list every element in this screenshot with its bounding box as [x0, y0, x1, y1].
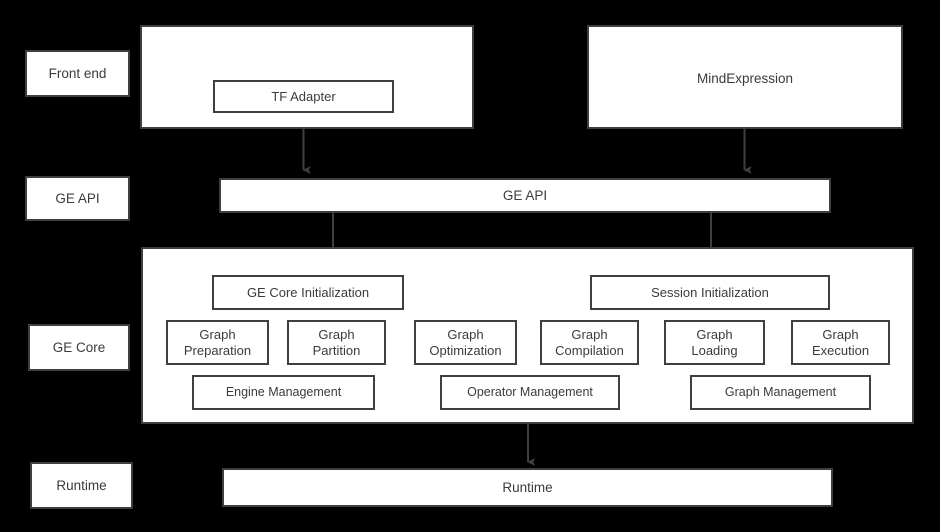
session-initialization-box[interactable]: Session Initialization — [590, 275, 830, 310]
tf-adapter-label: TF Adapter — [271, 88, 336, 104]
tier-label-runtime-text: Runtime — [56, 477, 107, 493]
ge-core-initialization-label: GE Core Initialization — [246, 284, 370, 300]
manager-graph-management[interactable]: Graph Management — [690, 375, 871, 410]
module-graph-partition[interactable]: Graph Partition — [287, 320, 386, 365]
tier-label-ge-core: GE Core — [28, 324, 130, 371]
manager-operator-management[interactable]: Operator Management — [440, 375, 620, 410]
session-initialization-label: Session Initialization — [651, 284, 769, 300]
module-graph-partition-label: Graph Partition — [312, 327, 361, 358]
module-graph-execution[interactable]: Graph Execution — [791, 320, 890, 365]
runtime-bar[interactable]: Runtime — [222, 468, 833, 507]
tier-label-ge-core-text: GE Core — [52, 339, 106, 355]
runtime-bar-label: Runtime — [502, 479, 553, 495]
tf-adapter-box[interactable]: TF Adapter — [213, 80, 394, 113]
manager-operator-management-label: Operator Management — [467, 385, 593, 400]
mindexpression-title: MindExpression — [696, 71, 794, 86]
tier-label-runtime: Runtime — [30, 462, 133, 509]
module-graph-optimization[interactable]: Graph Optimization — [414, 320, 517, 365]
ge-core-initialization-box[interactable]: GE Core Initialization — [212, 275, 404, 310]
module-graph-optimization-label: Graph Optimization — [429, 327, 502, 358]
module-graph-compilation-label: Graph Compilation — [555, 327, 624, 358]
module-graph-compilation[interactable]: Graph Compilation — [540, 320, 639, 365]
module-graph-loading[interactable]: Graph Loading — [664, 320, 765, 365]
manager-engine-management-label: Engine Management — [225, 385, 342, 400]
frontend-mindexpression-container: MindExpression — [587, 25, 903, 129]
ge-api-bar[interactable]: GE API — [219, 178, 831, 213]
module-graph-execution-label: Graph Execution — [811, 327, 870, 358]
tier-label-front-end: Front end — [25, 50, 130, 97]
manager-engine-management[interactable]: Engine Management — [192, 375, 375, 410]
frontend-tensorflow-container: Tensorflow — [140, 25, 474, 129]
tier-label-ge-api-text: GE API — [55, 190, 100, 206]
tier-label-front-end-text: Front end — [48, 65, 107, 81]
module-graph-loading-label: Graph Loading — [691, 327, 738, 358]
ge-api-bar-label: GE API — [502, 187, 548, 203]
module-graph-preparation-label: Graph Preparation — [183, 327, 252, 358]
tier-label-ge-api: GE API — [25, 176, 130, 221]
module-graph-preparation[interactable]: Graph Preparation — [166, 320, 269, 365]
manager-graph-management-label: Graph Management — [724, 385, 837, 400]
